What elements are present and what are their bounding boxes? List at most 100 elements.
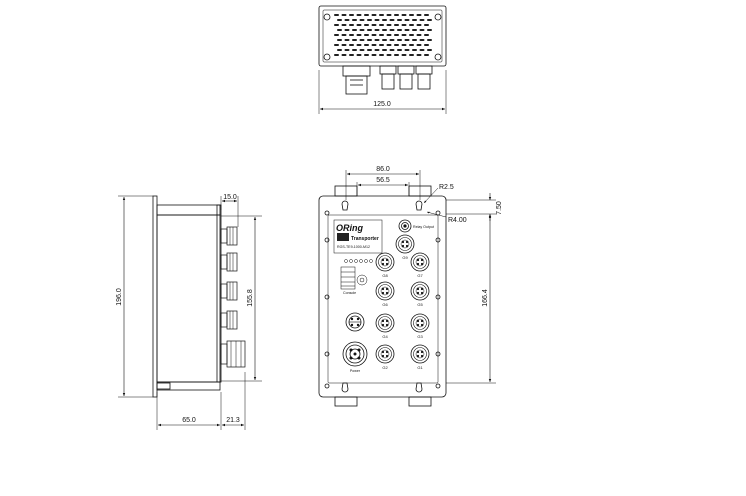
m12-port — [375, 344, 395, 364]
vent-slot — [341, 34, 347, 36]
vent-slot — [364, 24, 369, 26]
vent-slot — [401, 24, 407, 26]
vent-slot — [412, 49, 417, 51]
vent-slot — [344, 49, 350, 51]
vent-slot — [427, 39, 432, 41]
small-radius-dimension: R2.5 — [439, 184, 454, 191]
vent-slot — [364, 44, 369, 46]
port-label: G6 — [382, 302, 388, 307]
vent-slot — [394, 44, 399, 46]
vent-slot — [416, 44, 422, 46]
vent-slot — [416, 24, 422, 26]
vent-slot — [386, 14, 392, 16]
vent-slot — [382, 39, 387, 41]
m12-port — [375, 313, 395, 333]
vent-slot — [374, 19, 380, 21]
brand-logo: ORing — [336, 223, 363, 233]
vent-slot — [416, 14, 422, 16]
vent-slot — [367, 39, 372, 41]
port-label: G9 — [402, 255, 408, 260]
m12-port — [410, 252, 430, 272]
vent-slot — [416, 34, 422, 36]
vent-slot — [349, 14, 354, 16]
vent-slot — [367, 19, 372, 21]
port-label: G3 — [417, 334, 423, 339]
vent-slot — [424, 44, 429, 46]
top-view-connectors — [342, 65, 433, 95]
vent-slot — [427, 29, 432, 31]
vent-slot — [334, 14, 339, 16]
front-view-body — [318, 195, 447, 398]
vent-slot — [409, 24, 414, 26]
port-label: G7 — [417, 273, 423, 278]
height-dimension: 166.4 — [482, 289, 489, 307]
vent-slot — [419, 49, 425, 51]
port-label: G4 — [382, 334, 388, 339]
vent-slot — [389, 39, 395, 41]
port-label: G2 — [382, 365, 388, 370]
vent-slot — [356, 44, 362, 46]
overall-height-dimension: 196.0 — [116, 288, 123, 306]
vent-slot — [341, 14, 347, 16]
vent-slot — [419, 29, 425, 31]
vent-slot — [371, 24, 377, 26]
vent-slot — [352, 39, 357, 41]
vent-slot — [352, 29, 357, 31]
top-view — [318, 5, 447, 114]
vent-slot — [394, 34, 399, 36]
m12-port-grid — [375, 234, 430, 364]
vent-slot — [424, 34, 429, 36]
top-view-screw — [323, 13, 331, 21]
vent-slot — [359, 39, 365, 41]
vent-slot — [344, 39, 350, 41]
vent-slot — [416, 54, 422, 56]
top-width-dimension: 125.0 — [373, 101, 391, 108]
vent-slot — [424, 14, 429, 16]
vent-slot — [379, 44, 384, 46]
vent-slot — [337, 19, 342, 21]
vent-slots — [334, 14, 432, 56]
vent-slot — [352, 49, 357, 51]
vent-slot — [341, 24, 347, 26]
vent-slot — [404, 19, 410, 21]
port-label: G5 — [417, 302, 423, 307]
vent-slot — [349, 54, 354, 56]
port-label: G1 — [417, 365, 423, 370]
vent-slot — [334, 54, 339, 56]
vent-slot — [367, 29, 372, 31]
inner-spacing-dimension: 56.5 — [376, 177, 390, 184]
vent-slot — [412, 19, 417, 21]
vent-slot — [386, 24, 392, 26]
front-view — [318, 170, 496, 407]
vent-slot — [364, 54, 369, 56]
vent-slot — [404, 39, 410, 41]
vent-slot — [359, 19, 365, 21]
vent-slot — [409, 34, 414, 36]
vent-slot — [397, 49, 402, 51]
vent-slot — [394, 54, 399, 56]
vent-slot — [397, 29, 402, 31]
vent-slot — [394, 24, 399, 26]
vent-slot — [344, 19, 350, 21]
vent-slot — [397, 39, 402, 41]
vent-slot — [352, 19, 357, 21]
vent-slot — [367, 49, 372, 51]
vent-slot — [337, 39, 342, 41]
vent-slot — [364, 14, 369, 16]
relay-output-label: Relay Output — [413, 225, 434, 229]
relay-output-connector — [398, 219, 412, 233]
vent-slot — [401, 54, 407, 56]
vent-slot — [356, 14, 362, 16]
vent-slot — [349, 34, 354, 36]
led-row — [344, 259, 373, 263]
vent-slot — [427, 19, 432, 21]
vent-slot — [386, 34, 392, 36]
vent-slot — [389, 49, 395, 51]
vent-slot — [386, 44, 392, 46]
port-label: G8 — [382, 273, 388, 278]
side-connectors — [220, 226, 246, 368]
vent-slot — [371, 44, 377, 46]
vent-slot — [401, 14, 407, 16]
